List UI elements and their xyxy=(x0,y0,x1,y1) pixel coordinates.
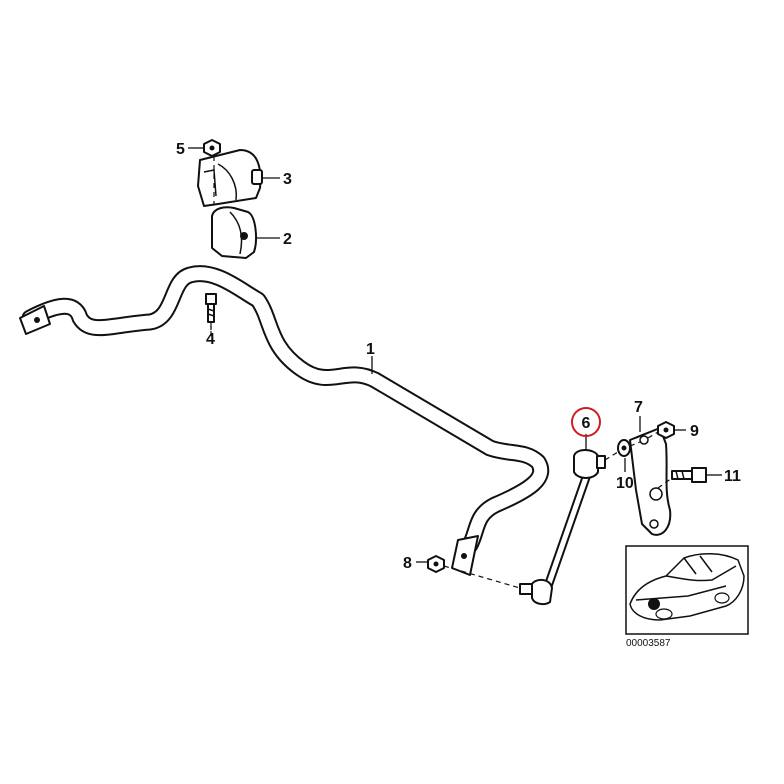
callout-8: 8 xyxy=(403,555,412,572)
callout-labels: 1 2 3 4 5 6 7 8 9 10 11 xyxy=(176,141,741,572)
callout-6: 6 xyxy=(582,415,591,432)
nut-8 xyxy=(427,555,445,573)
callout-10: 10 xyxy=(616,475,634,492)
stabilizer-bar xyxy=(19,265,550,576)
callout-7: 7 xyxy=(634,399,643,416)
nut-5 xyxy=(203,139,221,157)
callout-4: 4 xyxy=(206,331,215,348)
inset-reference-number: 00003587 xyxy=(626,638,671,649)
callout-1: 1 xyxy=(366,341,375,358)
callout-5: 5 xyxy=(176,141,185,158)
callout-11: 11 xyxy=(724,468,741,485)
stabilizer-link xyxy=(519,449,606,606)
mount-bracket xyxy=(197,149,263,207)
link-bracket xyxy=(629,427,672,536)
location-marker xyxy=(648,598,660,610)
bolt-11 xyxy=(671,467,707,483)
rubber-mount xyxy=(211,206,257,259)
callout-3: 3 xyxy=(283,171,292,188)
leader-lines xyxy=(188,147,722,563)
washer-10 xyxy=(617,439,631,457)
car-locator-inset: 00003587 xyxy=(625,545,749,649)
highlight-circle xyxy=(571,407,601,437)
car-outline xyxy=(629,553,745,621)
callout-9: 9 xyxy=(690,423,699,440)
nut-9 xyxy=(657,421,675,439)
callout-2: 2 xyxy=(283,231,292,248)
inset-frame xyxy=(625,545,749,635)
assembly-lines xyxy=(210,156,673,589)
bolt-4 xyxy=(205,293,217,323)
